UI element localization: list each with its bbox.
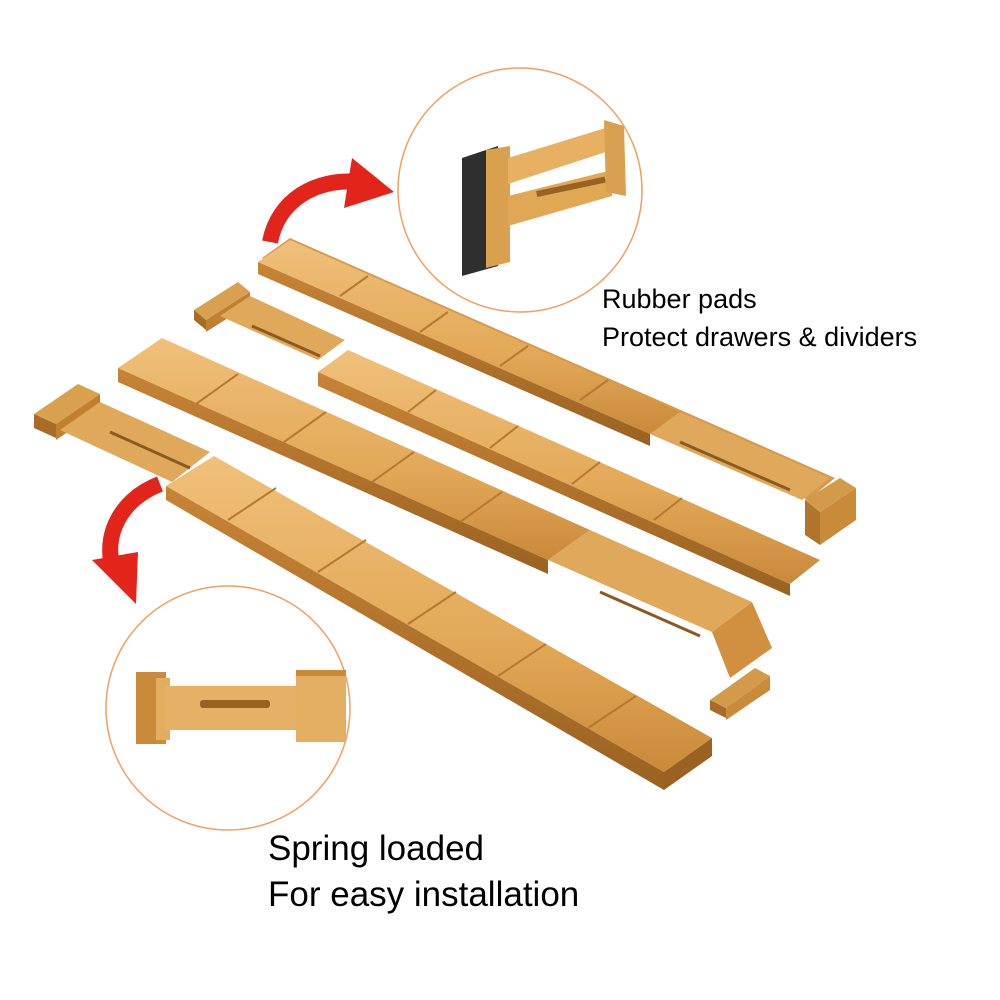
end-cap xyxy=(34,384,100,424)
divider-1 xyxy=(258,238,856,545)
divider-4 xyxy=(34,384,712,790)
rubber-pads-caption: Rubber pads Protect drawers & dividers xyxy=(602,280,917,356)
slot xyxy=(679,440,791,492)
divider-3 xyxy=(118,338,772,720)
caption-line: Spring loaded xyxy=(268,829,484,868)
slot xyxy=(200,700,270,708)
caption-line: For easy installation xyxy=(268,875,580,914)
spring-loaded-caption: Spring loaded For easy installation xyxy=(268,826,579,918)
end-cap xyxy=(710,668,770,708)
divider-2 xyxy=(194,282,820,596)
end-cap xyxy=(194,282,250,320)
zoom-circle-rubber-pads xyxy=(397,67,643,313)
caption-line: Protect drawers & dividers xyxy=(602,322,918,352)
curved-arrow-icon xyxy=(262,158,394,244)
end-cap xyxy=(805,478,856,512)
curved-arrow-icon xyxy=(92,476,164,604)
zoom-circle-spring xyxy=(105,585,351,831)
caption-line: Rubber pads xyxy=(602,284,757,314)
